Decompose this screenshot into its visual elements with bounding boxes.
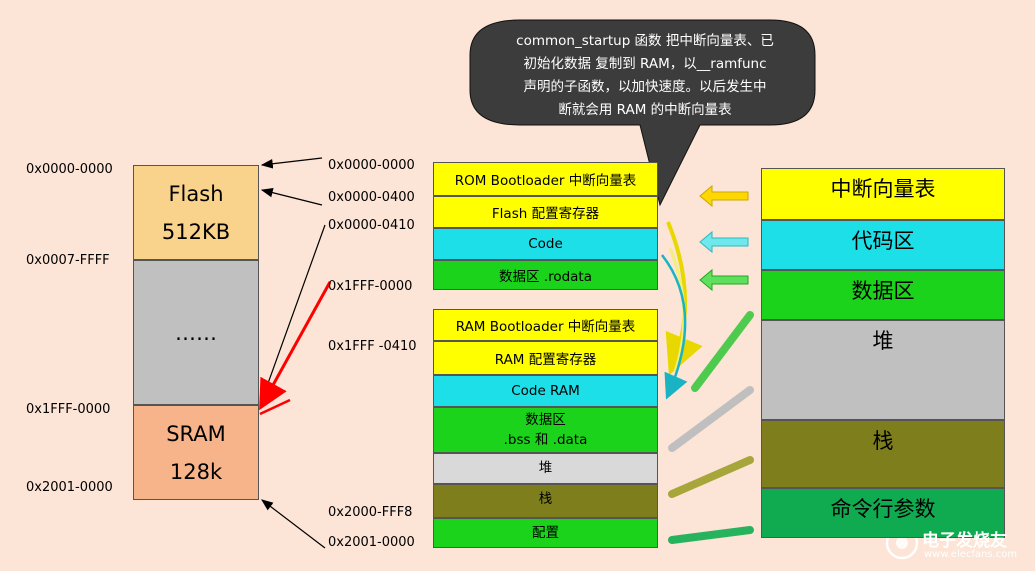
copy-curve-cyan (661, 254, 688, 400)
ram-data-sections: .bss 和 .data (503, 432, 588, 448)
arrow-addr-1 (260, 187, 323, 206)
mid-address: 0x0000-0400 (328, 190, 415, 205)
ram-region-block: 堆 (433, 453, 658, 484)
ram-region-block: RAM 配置寄存器 (433, 341, 658, 375)
arrow-addr-2 (261, 224, 326, 402)
callout-bubble (469, 19, 816, 207)
watermark-brand: 电子发烧友 (922, 531, 1007, 551)
program-block: 栈 (761, 420, 1005, 488)
ram-region-block: RAM Bootloader 中断向量表 (433, 309, 658, 341)
program-block: 数据区 (761, 270, 1005, 320)
red-arrow (259, 281, 332, 411)
red-arrow-tick (259, 398, 291, 416)
right-arrows (668, 184, 754, 544)
program-block: 命令行参数 (761, 488, 1005, 538)
callout-line: 断就会用 RAM 的中断向量表 (558, 102, 732, 118)
arrow-addr-6 (261, 499, 326, 549)
callout-line: 声明的子函数，以加快速度。以后发生中 (523, 79, 767, 95)
flash-size: 512KB (161, 219, 231, 244)
sram-size: 128k (169, 459, 223, 484)
flash-name: Flash (168, 181, 224, 206)
mid-address: 0x1FFF-0000 (328, 279, 413, 294)
callout-line: common_startup 函数 把中断向量表、已 (516, 33, 774, 49)
flash-region-block: 数据区 .rodata (433, 260, 658, 290)
sram-block: SRAM 128k (133, 405, 259, 500)
mid-address: 0x2001-0000 (328, 535, 415, 550)
copy-curve-yellow (665, 221, 703, 376)
ram-data-block: 数据区 .bss 和 .data (433, 407, 658, 453)
callout-line: 初始化数据 复制到 RAM，以__ramfunc (523, 56, 767, 72)
mid-address: 0x1FFF -0410 (328, 339, 417, 354)
mid-address: 0x0000-0410 (328, 218, 415, 233)
mid-address: 0x2000-FFF8 (328, 505, 413, 520)
gap-block: …… (133, 260, 259, 405)
ram-region-block: 栈 (433, 484, 658, 518)
watermark-url: www.elecfans.com (924, 549, 1018, 560)
program-block: 中断向量表 (761, 168, 1005, 220)
flash-region-block: Flash 配置寄存器 (433, 196, 658, 228)
left-address: 0x0000-0000 (26, 162, 113, 177)
flash-region-block: Code (433, 228, 658, 260)
mid-address: 0x0000-0000 (328, 158, 415, 173)
ram-data-title: 数据区 (525, 412, 566, 428)
left-address: 0x0007-FFFF (26, 253, 110, 268)
flash-block: Flash 512KB (133, 165, 259, 260)
ram-region-block: Code RAM (433, 375, 658, 407)
gap-ellipsis: …… (175, 320, 217, 345)
program-block: 堆 (761, 320, 1005, 420)
program-block: 代码区 (761, 220, 1005, 270)
sram-name: SRAM (166, 421, 226, 446)
callout-text: common_startup 函数 把中断向量表、已 初始化数据 复制到 RAM… (484, 30, 806, 122)
left-address: 0x2001-0000 (26, 480, 113, 495)
arrow-addr-0 (260, 157, 323, 169)
flash-region-block: ROM Bootloader 中断向量表 (433, 162, 658, 196)
left-address: 0x1FFF-0000 (26, 402, 111, 417)
ram-region-block: 配置 (433, 518, 658, 548)
